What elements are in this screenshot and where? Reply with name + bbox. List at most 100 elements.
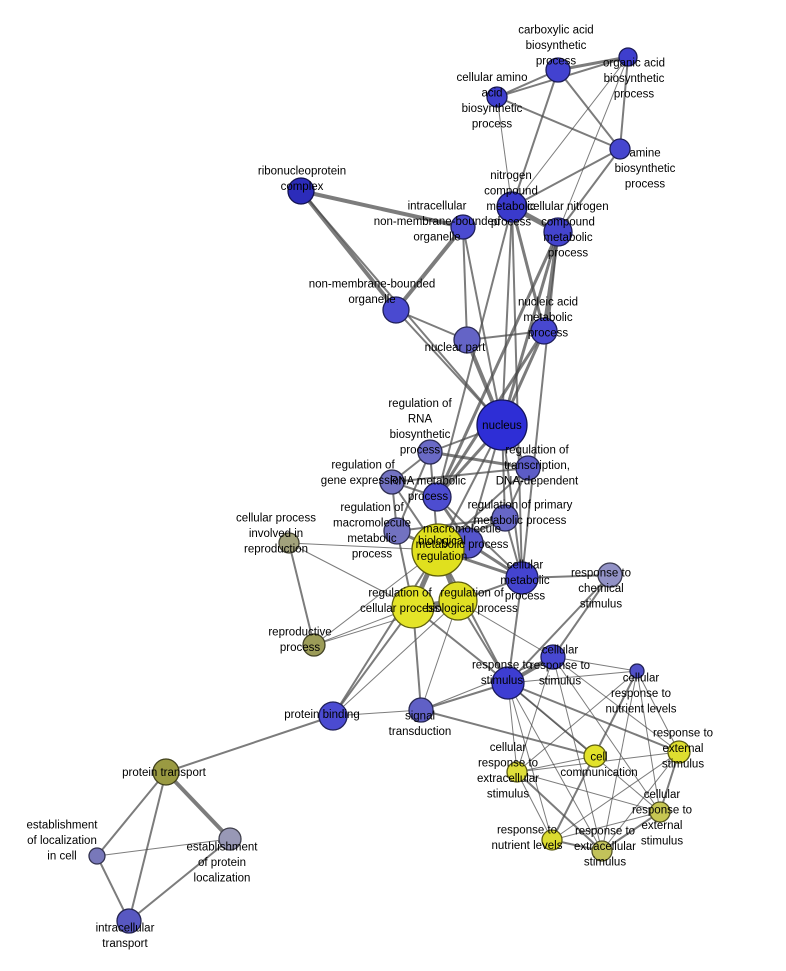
graph-node-cell_comm[interactable]: [583, 744, 607, 768]
graph-edge: [601, 670, 638, 852]
graph-edge: [516, 771, 661, 813]
graph-node-resp_extracell[interactable]: [591, 840, 613, 862]
graph-node-amine[interactable]: [609, 138, 631, 160]
graph-node-resp_nutrient[interactable]: [541, 829, 563, 851]
graph-edge: [507, 670, 638, 684]
graph-edge: [636, 670, 680, 753]
graph-node-resp_chemical[interactable]: [597, 562, 623, 588]
graph-edge: [462, 226, 468, 341]
graph-edge: [511, 56, 629, 208]
graph-edge: [507, 682, 661, 813]
graph-node-nuclear_part[interactable]: [453, 326, 481, 354]
graph-edge: [552, 656, 638, 672]
graph-edge: [300, 189, 464, 229]
graph-node-intracell_nmb[interactable]: [450, 214, 476, 240]
graph-node-nucleus[interactable]: [476, 399, 528, 451]
graph-node-cell_resp_external[interactable]: [649, 801, 671, 823]
graph-edge: [516, 771, 603, 852]
graph-node-rna_metabolic[interactable]: [422, 482, 452, 512]
graph-edge: [551, 811, 661, 841]
graph-edge: [557, 56, 629, 233]
graph-edge: [516, 771, 553, 841]
graph-node-protein_transport[interactable]: [152, 758, 180, 786]
graph-node-bio_reg[interactable]: [411, 523, 465, 577]
graph-edge: [420, 656, 554, 711]
graph-edge: [501, 424, 523, 579]
graph-node-cell_amino[interactable]: [486, 86, 508, 108]
graph-node-cell_proc_repro[interactable]: [278, 532, 300, 554]
graph-node-nucleic_acid[interactable]: [530, 317, 558, 345]
graph-edge: [288, 542, 315, 646]
graph-edge: [552, 656, 603, 852]
graph-node-cell_resp_stimulus[interactable]: [540, 644, 566, 670]
graph-edge: [164, 770, 232, 841]
graph-node-resp_external[interactable]: [667, 740, 691, 764]
graph-edge: [501, 206, 513, 426]
graph-edge: [429, 450, 529, 470]
graph-edge: [552, 574, 611, 658]
graph-node-est_prot_loc[interactable]: [218, 827, 242, 851]
graph-edge: [395, 309, 503, 426]
graph-edge: [332, 606, 414, 717]
graph-node-reg_primary[interactable]: [491, 504, 519, 532]
graph-node-reg_cellular[interactable]: [391, 585, 435, 629]
graph-edge: [601, 811, 661, 852]
graph-node-signal_transduction[interactable]: [408, 697, 434, 723]
graph-node-intracell_transport[interactable]: [116, 908, 142, 934]
graph-edge: [165, 715, 334, 773]
graph-node-reg_biological[interactable]: [438, 581, 478, 621]
graph-node-reg_rna[interactable]: [417, 439, 443, 465]
graph-node-ribo[interactable]: [287, 177, 315, 205]
graph-node-nmb_organelle[interactable]: [382, 296, 410, 324]
graph-node-reg_transcription[interactable]: [515, 455, 541, 481]
graph-edge: [511, 148, 621, 208]
graph-node-cellular_metabolic[interactable]: [505, 561, 539, 595]
graph-node-cell_resp_nutrient[interactable]: [629, 663, 645, 679]
graph-node-reproductive[interactable]: [302, 633, 326, 657]
graph-node-organic[interactable]: [618, 47, 638, 67]
graph-edge: [128, 838, 231, 922]
graph-node-reg_gene_expr[interactable]: [379, 469, 405, 495]
graph-node-reg_macromol[interactable]: [383, 517, 411, 545]
graph-edge: [557, 148, 621, 233]
node-label-nuclear_part: nuclear part: [425, 342, 487, 354]
graph-node-cell_resp_extracell[interactable]: [506, 761, 528, 783]
graph-edge: [552, 656, 680, 753]
graph-edge: [462, 226, 503, 426]
graph-edge: [435, 231, 560, 498]
graph-edge: [500, 231, 560, 426]
graph-node-protein_binding[interactable]: [318, 701, 348, 731]
graph-node-cellular_nitrogen[interactable]: [543, 217, 573, 247]
graph-node-resp_stimulus[interactable]: [491, 666, 525, 700]
graph-edge: [521, 231, 559, 579]
graph-node-nitrogen[interactable]: [496, 191, 528, 223]
graph-node-est_loc_cell[interactable]: [88, 847, 106, 865]
graph-node-carboxylic[interactable]: [545, 57, 571, 83]
graph-edge: [128, 771, 167, 922]
